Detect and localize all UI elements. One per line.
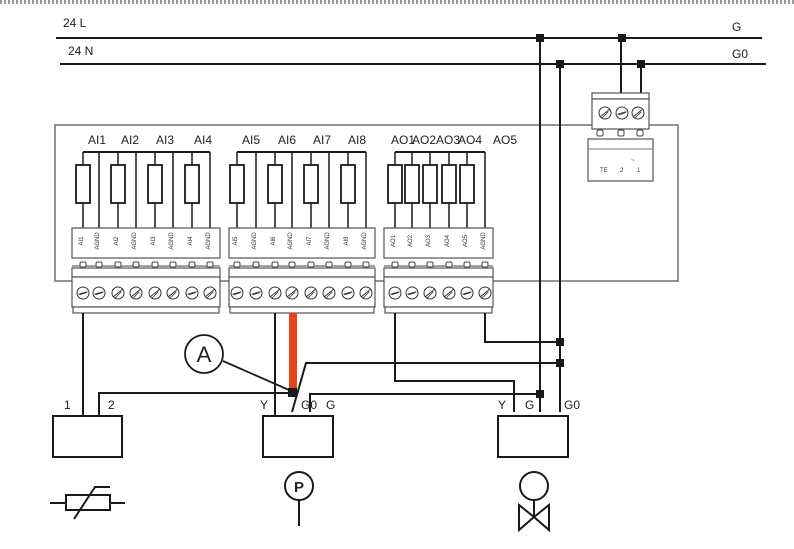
junction: [536, 390, 544, 398]
channel-label-ao2: AO2: [412, 133, 436, 147]
highlight-wire: [289, 313, 297, 390]
resistor-icon: [75, 164, 91, 204]
channel-label-ai7: AI7: [313, 133, 331, 147]
terminal-label: AO4: [445, 234, 451, 247]
terminal-label: AGND: [206, 232, 212, 250]
rail-24n-label: 24 N: [68, 44, 93, 58]
resistor-icon: [441, 164, 457, 204]
power-terminal: TE 2 1 ~: [587, 34, 654, 182]
channel-label-ao1: AO1: [391, 133, 415, 147]
channel-label-ai1: AI1: [88, 133, 106, 147]
top-border: [0, 0, 794, 4]
sensor-device: 1 2: [52, 398, 123, 458]
ac-symbol: ~: [631, 158, 635, 164]
resistor-icon: [387, 164, 403, 204]
sensor-pin2-label: 2: [108, 398, 115, 412]
resistor-icon: [303, 164, 319, 204]
valve-g0-label: G0: [564, 398, 580, 412]
rail-24l-label: 24 L: [63, 16, 87, 30]
resistor-icon: [404, 164, 420, 204]
resistor-icon: [147, 164, 163, 204]
channel-label-ao4: AO4: [458, 133, 482, 147]
junction: [618, 34, 626, 42]
sensor-pin1-label: 1: [64, 398, 71, 412]
terminal-label: AI6: [271, 236, 277, 246]
terminal-label: AGND: [288, 232, 294, 250]
wire-g-pressure: [309, 393, 540, 412]
pressure-g-label: G: [326, 398, 335, 412]
terminal-label: AGND: [169, 232, 175, 250]
resistor-icon: [459, 164, 475, 204]
pressure-sensor-icon: P: [284, 471, 314, 526]
wire-ao-agnd: [484, 313, 560, 343]
terminal-label: AI8: [344, 236, 350, 246]
valve-y-label: Y: [498, 398, 506, 412]
channel-label-ai5: AI5: [242, 133, 260, 147]
terminal-block3: AO1 AO2 AO3 AO4 AO5 AGND: [383, 152, 494, 314]
resistor-icon: [229, 164, 245, 204]
junction: [556, 60, 564, 68]
pressure-g0-label: G0: [301, 398, 317, 412]
terminal-label: AI7: [307, 236, 313, 246]
power-rails: 24 L 24 N G G0: [56, 16, 766, 65]
resistor-icon: [184, 164, 200, 204]
wire-ao1-valve: [394, 313, 515, 412]
callout-a: A: [184, 334, 290, 391]
terminal-label: AGND: [252, 232, 258, 250]
callout-label: A: [197, 342, 212, 367]
thermistor-icon: [50, 486, 125, 520]
valve-device: Y G G0: [497, 398, 580, 458]
terminal-label: AI1: [79, 236, 85, 246]
terminal-label: AGND: [132, 232, 138, 250]
junction-a: [288, 388, 297, 397]
terminal-label: AO3: [426, 234, 432, 247]
junction: [556, 359, 564, 367]
resistor-icon: [422, 164, 438, 204]
power-terminal-label: 1: [637, 168, 641, 174]
channel-label-ao5: AO5: [493, 133, 517, 147]
rail-g-label: G: [732, 20, 741, 34]
junction: [637, 60, 645, 68]
channel-label-ao3: AO3: [436, 133, 460, 147]
channel-label-ai3: AI3: [156, 133, 174, 147]
resistor-icon: [267, 164, 283, 204]
terminal-label: AI2: [114, 236, 120, 246]
pressure-symbol: P: [294, 479, 304, 496]
power-terminal-label: 2: [620, 168, 624, 174]
terminal-label: AI4: [188, 236, 194, 246]
terminal-label: AO5: [463, 234, 469, 247]
terminal-label: AI5: [233, 236, 239, 246]
channel-label-ai2: AI2: [121, 133, 139, 147]
channel-label-ai4: AI4: [194, 133, 212, 147]
valve-g-label: G: [525, 398, 534, 412]
channel-label-ai6: AI6: [278, 133, 296, 147]
resistor-icon: [340, 164, 356, 204]
pressure-y-label: Y: [260, 398, 268, 412]
terminal-label: AO1: [391, 234, 397, 247]
terminal-label: AGND: [362, 232, 368, 250]
channel-label-ai8: AI8: [348, 133, 366, 147]
rail-g0-label: G0: [732, 47, 748, 61]
terminal-label: AI3: [151, 236, 157, 246]
power-terminal-label: TE: [600, 168, 608, 174]
junction: [556, 338, 564, 346]
junction: [536, 34, 544, 42]
wire-sensor-agnd: [98, 392, 292, 416]
terminal-label: AGND: [325, 232, 331, 250]
terminal-label: AO2: [408, 234, 414, 247]
terminal-label: AGND: [481, 232, 487, 250]
terminal-block1: AI1 AGND AI2 AGND AI3 AGND AI4 AGND: [71, 152, 221, 314]
terminal-block2: AI5 AGND AI6 AGND AI7 AGND AI8 AGND: [228, 152, 376, 314]
terminal-label: AGND: [95, 232, 101, 250]
valve-actuator-icon: [518, 471, 550, 533]
resistor-icon: [110, 164, 126, 204]
pressure-device: Y G0 G: [260, 398, 335, 458]
